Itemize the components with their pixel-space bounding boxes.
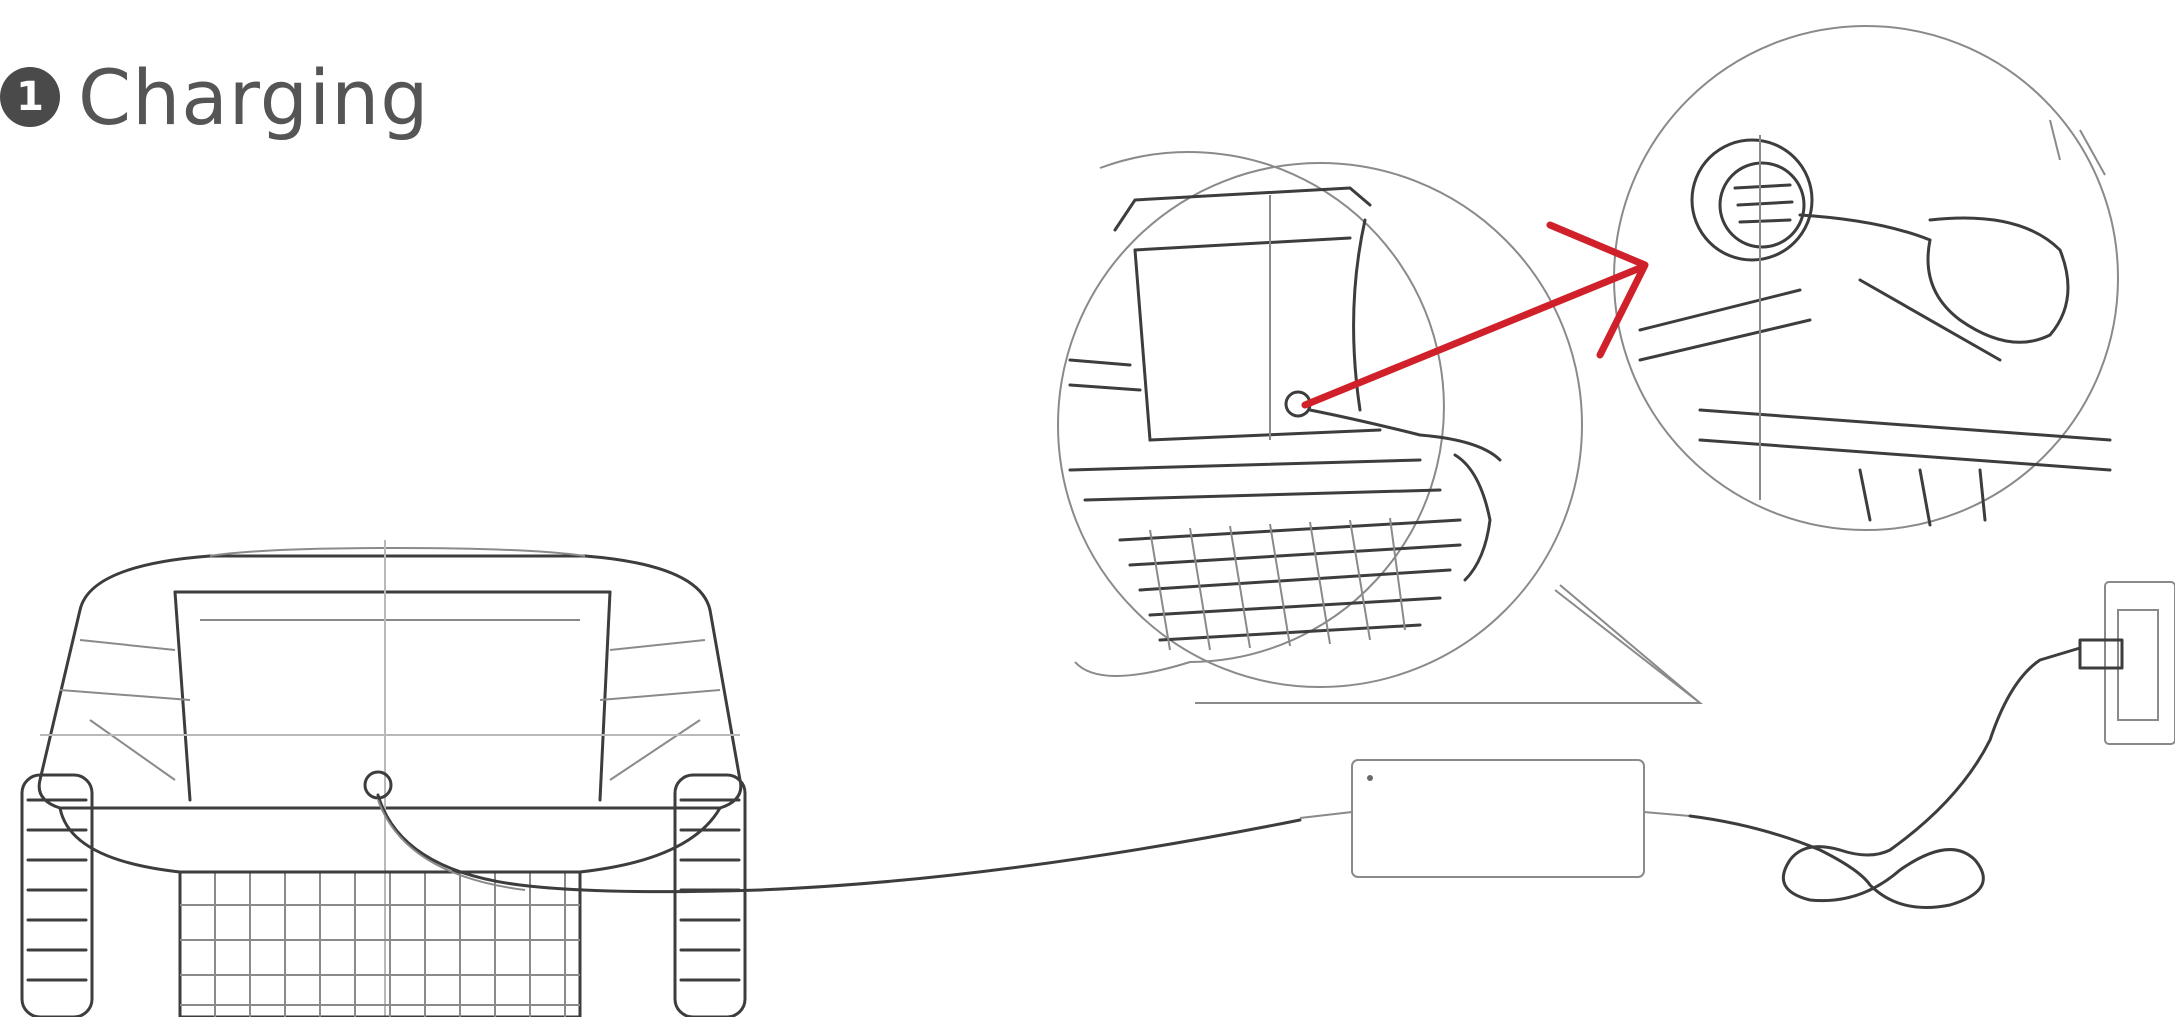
right-track [675, 775, 745, 1017]
power-adapter [1300, 760, 1690, 877]
left-track [22, 775, 92, 1017]
front-grille [180, 872, 580, 1017]
plug-closeup-callout [1614, 26, 2118, 530]
ac-power-cord [1690, 648, 2080, 908]
port-closeup-callout [1058, 152, 1700, 703]
wall-outlet [2080, 582, 2175, 744]
pool-robot [22, 540, 745, 1017]
